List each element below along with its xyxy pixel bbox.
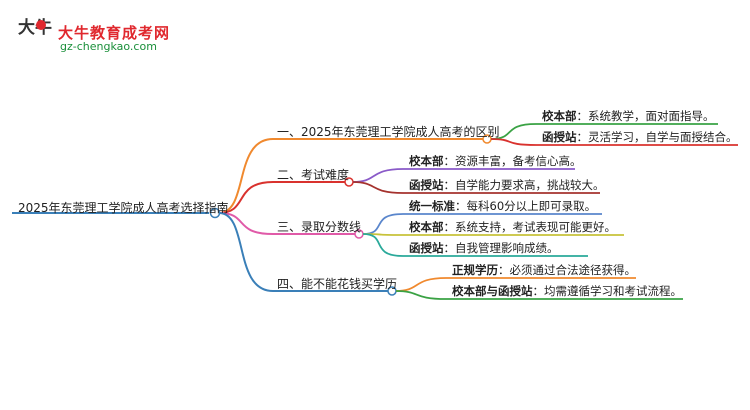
branch-label: 二、考试难度: [277, 168, 350, 182]
leaf-connector: [352, 168, 404, 183]
leaf-label: 校本部与函授站：均需遵循学习和考试流程。: [452, 283, 682, 299]
leaf-value: ：必须通过合法途径获得。: [498, 263, 636, 277]
leaf-label: 校本部：资源丰富，备考信心高。: [409, 153, 582, 169]
leaf-label: 校本部：系统支持，考试表现可能更好。: [409, 219, 616, 235]
leaf-label: 统一标准：每科60分以上即可录取。: [409, 198, 596, 214]
leaf-key: 校本部: [409, 154, 444, 168]
leaf-key: 函授站: [409, 241, 444, 255]
logo-url: gz-chengkao.com: [60, 40, 157, 53]
leaf-value: ：系统教学，面对面指导。: [576, 109, 715, 123]
branch-label: 四、能不能花钱买学历: [277, 277, 398, 291]
logo-icon: 大牛: [18, 20, 52, 54]
leaf-value: ：系统支持，考试表现可能更好。: [443, 220, 617, 234]
leaf-key: 函授站: [409, 178, 444, 192]
branch-connector: [218, 212, 274, 292]
leaf-connector: [395, 290, 447, 300]
leaf-connector: [362, 213, 404, 235]
leaf-key: 校本部: [542, 109, 577, 123]
leaf-key: 函授站: [542, 130, 577, 144]
leaf-value: ：资源丰富，备考信心高。: [443, 154, 582, 168]
logo-site-name: 大牛教育成考网: [58, 24, 171, 42]
leaf-label: 函授站：自我管理影响成绩。: [409, 240, 559, 256]
leaf-connector: [490, 138, 537, 146]
leaf-connector: [362, 233, 404, 257]
leaf-value: ：均需遵循学习和考试流程。: [532, 284, 683, 298]
branch-label: 一、2025年东莞理工学院成人高考的区别: [277, 125, 500, 139]
leaf-key: 校本部与函授站: [452, 284, 533, 298]
leaf-value: ：灵活学习，自学与面授结合。: [576, 130, 738, 144]
logo-badge-dot: [36, 20, 46, 30]
leaf-value: ：每科60分以上即可录取。: [455, 199, 597, 213]
mindmap-root-label: 2025年东莞理工学院成人高考选择指南: [18, 201, 229, 215]
branch-connector: [218, 212, 274, 235]
leaf-label: 函授站：自学能力要求高，挑战较大。: [409, 177, 605, 193]
leaf-label: 函授站：灵活学习，自学与面授结合。: [542, 129, 738, 145]
leaf-value: ：自我管理影响成绩。: [443, 241, 559, 255]
site-logo[interactable]: 大牛 大牛教育成考网 gz-chengkao.com: [18, 20, 171, 56]
leaf-connector: [352, 181, 404, 194]
leaf-connector: [395, 277, 447, 292]
leaf-value: ：自学能力要求高，挑战较大。: [443, 178, 605, 192]
leaf-key: 正规学历: [452, 263, 498, 277]
root-node-circle: [209, 207, 221, 219]
leaf-key: 校本部: [409, 220, 444, 234]
branch-connector: [218, 138, 274, 214]
branch-connector: [218, 181, 274, 214]
leaf-key: 统一标准: [409, 199, 455, 213]
branch-label: 三、录取分数线: [277, 220, 362, 234]
leaf-label: 校本部：系统教学，面对面指导。: [542, 108, 715, 124]
leaf-label: 正规学历：必须通过合法途径获得。: [452, 262, 636, 278]
